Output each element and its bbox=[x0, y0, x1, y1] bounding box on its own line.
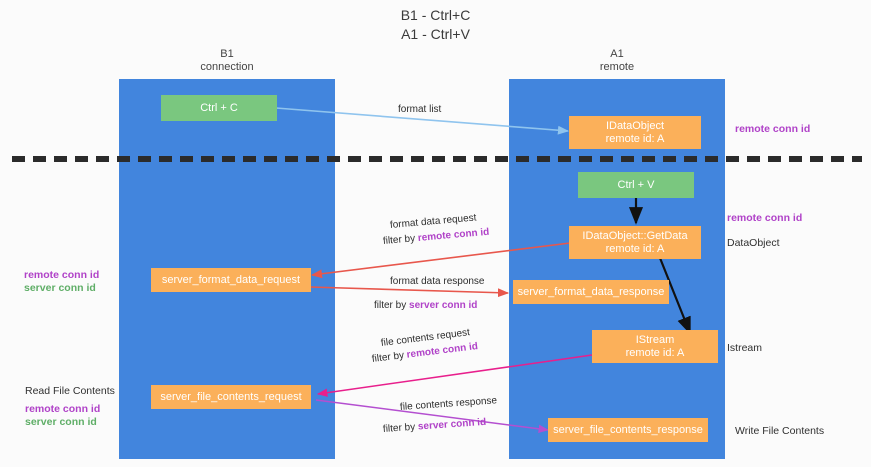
node-server-file-contents-request[interactable]: server_file_contents_request bbox=[151, 385, 311, 409]
annotation-remote-conn-id-top: remote conn id bbox=[735, 123, 811, 135]
arrow-file-contents-response bbox=[315, 399, 550, 433]
annotation-istream: Istream bbox=[727, 342, 763, 354]
node-idataobject-getdata[interactable]: IDataObject::GetData remote id: A bbox=[569, 226, 701, 259]
arrow-format-data-request bbox=[310, 242, 571, 279]
column-heading-b1: B1 connection bbox=[200, 48, 254, 73]
annotation-remote-conn-id-mid: remote conn id bbox=[727, 212, 803, 224]
node-server-format-data-response[interactable]: server_format_data_response bbox=[513, 280, 669, 304]
filter-prefix: filter by bbox=[382, 232, 419, 247]
filter-key: server conn id bbox=[409, 300, 478, 311]
node-server-format-data-request[interactable]: server_format_data_request bbox=[151, 268, 311, 292]
arrow-format-list bbox=[275, 107, 570, 135]
annotation-write-file-contents: Write File Contents bbox=[735, 425, 825, 437]
annotation-left-server-conn-id: server conn id bbox=[24, 282, 96, 294]
node-idataobject[interactable]: IDataObject remote id: A bbox=[569, 116, 701, 149]
node-istream[interactable]: IStream remote id: A bbox=[592, 330, 718, 363]
arrow-file-contents-request bbox=[316, 354, 593, 397]
column-heading-a1: A1 remote bbox=[599, 48, 635, 73]
node-ctrl-c[interactable]: Ctrl + C bbox=[161, 95, 277, 121]
edge-label-format-list: format list bbox=[398, 104, 442, 115]
arrow-getdata-to-istream bbox=[658, 257, 692, 335]
filter-prefix: filter by bbox=[382, 421, 419, 435]
annotation-dataobject: DataObject bbox=[727, 237, 780, 249]
edge-label-format-data-response: format data response bbox=[390, 276, 485, 287]
edge-label-format-data-response-filter: filter by server conn id bbox=[374, 299, 477, 312]
annotation-left-remote-conn-id: remote conn id bbox=[24, 269, 100, 281]
annotation-left-server-conn-id-2: server conn id bbox=[25, 416, 97, 428]
node-server-file-contents-response[interactable]: server_file_contents_response bbox=[548, 418, 708, 442]
filter-prefix: filter by bbox=[374, 300, 410, 311]
node-ctrl-v[interactable]: Ctrl + V bbox=[578, 172, 694, 198]
section-divider bbox=[12, 156, 862, 162]
annotation-left-remote-conn-id-2: remote conn id bbox=[25, 403, 101, 415]
arrow-format-data-response bbox=[309, 286, 510, 298]
annotation-read-file-contents: Read File Contents bbox=[25, 385, 115, 397]
diagram-title: B1 - Ctrl+C A1 - Ctrl+V bbox=[400, 7, 471, 42]
